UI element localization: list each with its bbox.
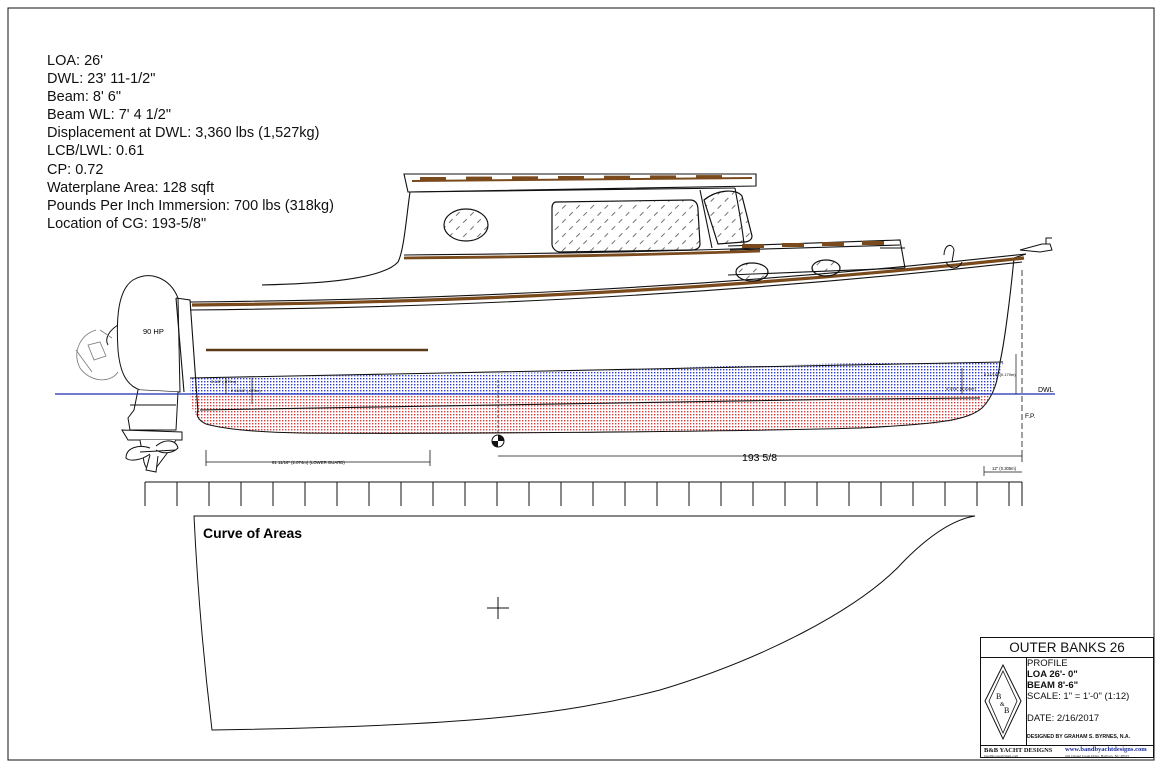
firm-website: www.bandbyachtdesigns.com <box>1065 746 1147 753</box>
spec-lcb-lwl: LCB/LWL: 0.61 <box>47 143 145 160</box>
title-loa: LOA 26'- 0" <box>1027 669 1078 680</box>
spec-beam-wl: Beam WL: 7' 4 1/2" <box>47 107 171 124</box>
sheer-stripe <box>191 256 1025 307</box>
trunk-grab-rail <box>742 241 884 248</box>
designer-credit: DESIGNED BY GRAHAM S. BYRNES, N.A. <box>1027 734 1131 740</box>
spec-waterplane-area: Waterplane Area: 128 sqft <box>47 179 215 196</box>
roof-grab-rail <box>420 175 722 181</box>
firm-email: bandbboats@gmail.com <box>984 754 1019 758</box>
bow-freeboard-ticks <box>961 354 1017 394</box>
lower-guard-dimension-line <box>205 450 431 466</box>
stern-freeboard-2: 2 15/16" (.075m) <box>231 388 261 393</box>
firm-address: 242 Chapel Creek Drive, Bayboro, NC 2851… <box>1065 754 1130 758</box>
cabin-windows <box>443 190 841 282</box>
lower-guard-dimension: 81 11/16" (2.074m) (LOWER GUARD) <box>272 460 345 465</box>
cg-dimension-line <box>498 450 1023 462</box>
bow-freeboard-1: 6 11/16" (0.170m) <box>984 372 1016 377</box>
spec-cp: CP: 0.72 <box>47 161 104 178</box>
stern-freeboard-ticks <box>225 378 253 404</box>
spec-loa: LOA: 26' <box>47 53 103 69</box>
spec-ppi: Pounds Per Inch Immersion: 700 lbs (318k… <box>47 197 334 214</box>
bow-freeboard-2: 4 3/16" (0.106m) <box>946 386 976 391</box>
specification-list: LOA: 26' DWL: 23' 11-1/2" Beam: 8' 6" Be… <box>47 52 334 233</box>
firm-name: B&B YACHT DESIGNS <box>984 747 1053 754</box>
logo-letter-bottom: B <box>1004 706 1009 715</box>
spec-cg-location: Location of CG: 193-5/8" <box>47 215 207 232</box>
outboard-engine <box>75 275 183 473</box>
hull <box>175 253 1027 434</box>
bow-offset-dimension-line <box>983 466 1022 476</box>
sheet-border <box>7 7 1155 761</box>
centroid-cross <box>487 597 509 619</box>
spec-dwl: DWL: 23' 11-1/2" <box>47 71 156 88</box>
station-ruler <box>144 481 1023 506</box>
title-beam: BEAM 8'-6" <box>1027 680 1079 691</box>
cg-symbol <box>491 434 505 448</box>
title-block: OUTER BANKS 26 B & B PROFILE LOA 26'- 0"… <box>980 637 1154 758</box>
drawing-name: PROFILE <box>1027 658 1068 669</box>
freeboard-band-hatch <box>190 362 1003 394</box>
bow-fittings <box>943 237 1053 269</box>
spec-displacement: Displacement at DWL: 3,360 lbs (1,527kg) <box>47 125 320 142</box>
drawing-date: DATE: 2/16/2017 <box>1027 713 1100 724</box>
logo-letter-top: B <box>996 692 1001 701</box>
bow-offset-dimension: 12" (0.305m) <box>992 466 1017 471</box>
curve-of-areas <box>193 515 976 731</box>
firm-logo: B & B <box>981 657 1027 746</box>
spec-beam: Beam: 8' 6" <box>47 89 122 106</box>
design-title: OUTER BANKS 26 <box>981 638 1153 658</box>
curve-of-areas-title: Curve of Areas <box>203 525 302 541</box>
stern-freeboard-1: 3 1/8" (.079m) <box>211 379 237 384</box>
engine-label: 90 HP <box>143 327 164 336</box>
dwl-label: DWL <box>1038 387 1054 394</box>
fp-label: F.P. <box>1025 413 1036 420</box>
logo-ampersand: & <box>1000 702 1005 708</box>
cg-dimension: 193 5/8 <box>742 452 777 464</box>
cabin-trim <box>403 249 761 260</box>
drawing-scale: SCALE: 1" = 1'-0" (1:12) <box>1027 691 1130 702</box>
underwater-hatch <box>190 394 990 433</box>
